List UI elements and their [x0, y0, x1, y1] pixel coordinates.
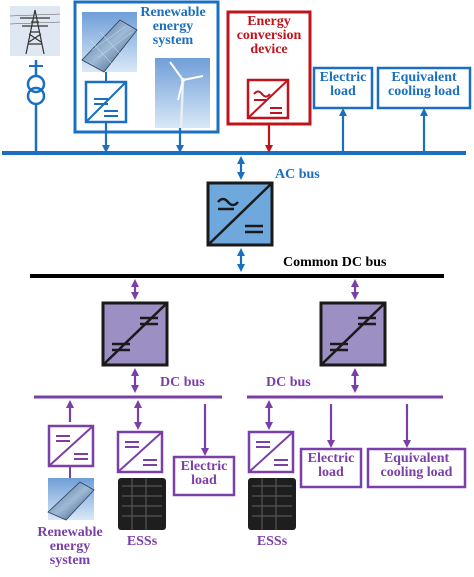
- dc-bus-right-label: DC bus: [266, 375, 311, 390]
- wind-turbine-icon: [155, 58, 210, 129]
- solar-panel-icon: [81, 12, 138, 73]
- converter-icon: [84, 80, 128, 124]
- right-electric-load-label: Electric load: [301, 452, 361, 480]
- top-electric-load-line1: Electric: [319, 70, 367, 85]
- left-electric-load-box: [172, 455, 236, 497]
- renewable-system-box: [73, 0, 220, 134]
- energy-conversion-label: Energy conversion device: [228, 15, 310, 57]
- ess-left-label: ESSs: [126, 534, 158, 549]
- top-electric-load-line2: load: [330, 84, 356, 99]
- battery-stack-icon: [118, 478, 166, 530]
- right-cooling-load-box: [366, 447, 467, 489]
- right-electric-load-line2: load: [318, 465, 344, 480]
- left-renewable-label: Renewable energy system: [20, 526, 120, 568]
- energy-conv-line1: Energy: [247, 14, 291, 29]
- top-cooling-load-label: Equivalent cooling load: [378, 71, 470, 99]
- right-electric-load-line1: Electric: [307, 451, 355, 466]
- right-cooling-load-line1: Equivalent: [383, 451, 450, 466]
- converter-icon: [246, 78, 290, 120]
- converter-icon: [101, 301, 169, 367]
- energy-conv-line2: conversion: [236, 28, 302, 43]
- left-renewable-line3: system: [49, 553, 91, 568]
- renewable-label-line1: Renewable: [140, 5, 206, 20]
- dc-bus-left-label: DC bus: [160, 375, 205, 390]
- converter-icon: [247, 430, 295, 474]
- converter-icon: [319, 301, 387, 367]
- left-electric-load-line2: load: [191, 473, 217, 488]
- battery-stack-icon: [248, 478, 296, 530]
- common-dc-bus-label: Common DC bus: [283, 255, 387, 270]
- converter-icon: [116, 430, 164, 474]
- right-electric-load-box: [299, 447, 363, 489]
- right-cooling-load-label: Equivalent cooling load: [368, 452, 465, 480]
- energy-conv-line3: device: [250, 42, 288, 57]
- renewable-label-line2: energy: [152, 19, 194, 34]
- renewable-system-label: Renewable energy system: [130, 6, 216, 48]
- converter-icon: [47, 424, 95, 468]
- top-cooling-load-line2: cooling load: [388, 84, 460, 99]
- left-renewable-line2: energy: [49, 539, 91, 554]
- transmission-tower-icon: [9, 6, 61, 56]
- top-cooling-load-line1: Equivalent: [391, 70, 457, 85]
- top-electric-load-label: Electric load: [314, 71, 372, 99]
- converter-icon: [206, 181, 274, 247]
- ess-right-label: ESSs: [256, 534, 288, 549]
- right-cooling-load-line2: cooling load: [380, 465, 453, 480]
- transformer-icon: [26, 60, 46, 153]
- renewable-label-line3: system: [152, 33, 194, 48]
- left-electric-load-label: Electric load: [174, 460, 234, 488]
- ac-bus-label: AC bus: [275, 167, 320, 182]
- left-electric-load-line1: Electric: [180, 459, 228, 474]
- solar-panel-icon: [47, 478, 95, 521]
- left-renewable-line1: Renewable: [37, 525, 103, 540]
